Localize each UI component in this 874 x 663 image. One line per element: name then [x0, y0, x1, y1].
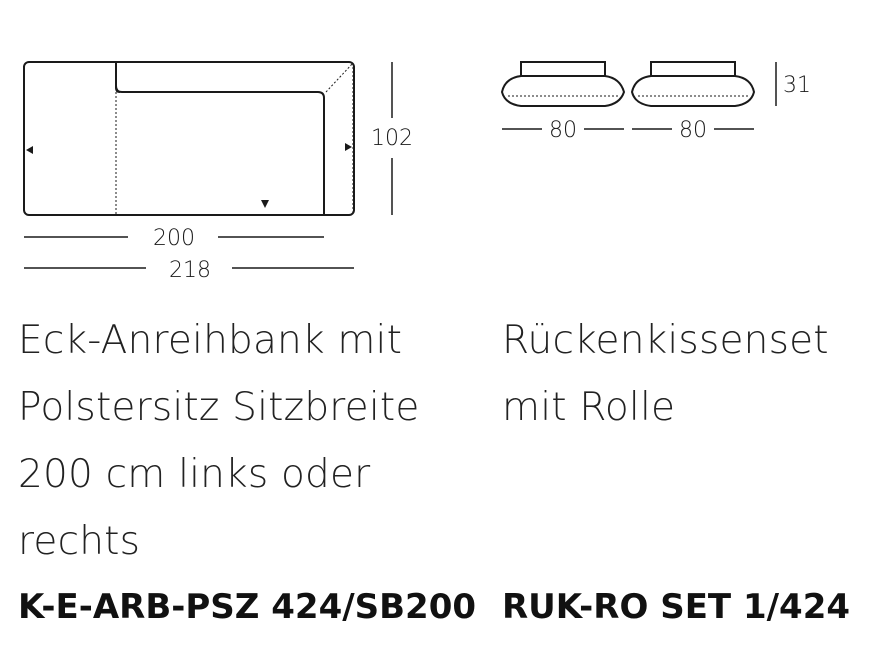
cushion-set-drawing: 31 80 80: [500, 61, 811, 143]
cushion-right-top: [650, 61, 736, 76]
width-right-label: 80: [679, 118, 707, 143]
bench-description: Eck-Anreihbank mit Polstersitz Sitzbreit…: [18, 318, 420, 564]
bench-product-code: K-E-ARB-PSZ 424/SB200: [18, 587, 477, 627]
backrest-outline: [115, 62, 325, 215]
cushion-set-product-code: RUK-RO SET 1/424: [502, 587, 851, 627]
seam-line-diagonal: [325, 62, 354, 93]
inner-width-label: 200: [153, 226, 195, 251]
backrest-corner: [115, 66, 121, 93]
height-label: 31: [783, 73, 811, 98]
cushion-set-description: Rückenkissenset mit Rolle: [502, 318, 829, 430]
width-left-label: 80: [549, 118, 577, 143]
cushion-right-roll: [630, 75, 756, 107]
depth-label: 102: [371, 126, 413, 151]
bench-outline: [23, 61, 355, 216]
arrow-down-icon: [261, 200, 269, 208]
total-width-label: 218: [169, 258, 211, 283]
cushion-left-top: [520, 61, 606, 76]
cushion-left-roll: [500, 75, 626, 107]
corner-bench-drawing: 102 200 218: [23, 61, 413, 283]
arrow-left-icon: [26, 146, 33, 154]
arrow-right-icon: [345, 143, 352, 151]
